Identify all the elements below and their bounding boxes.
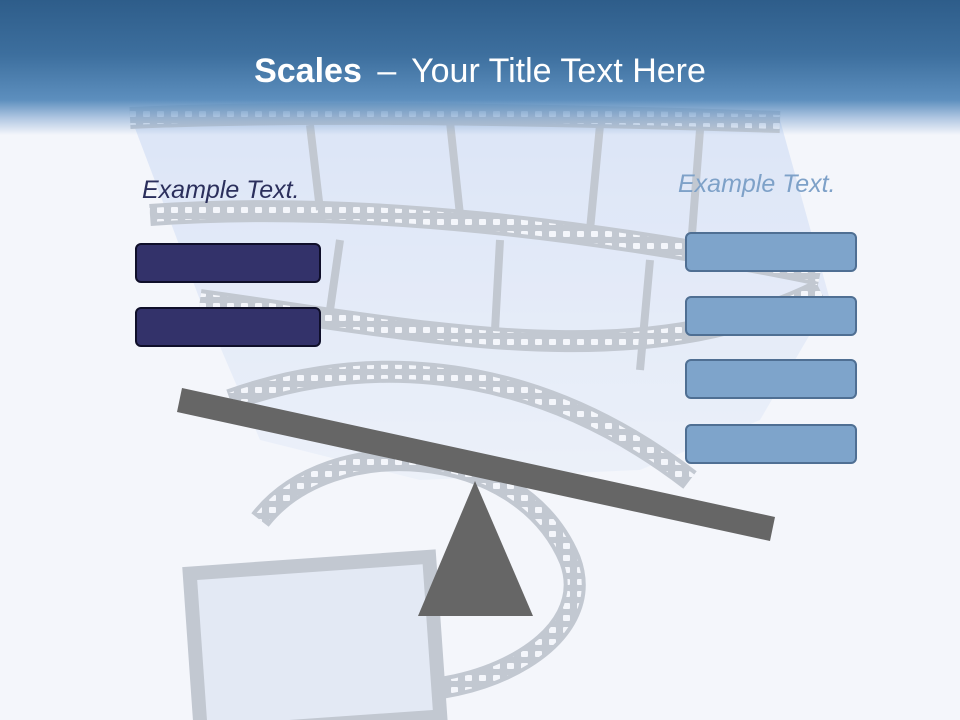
title-bold: Scales bbox=[254, 52, 362, 90]
slide-title: Scales – Your Title Text Here bbox=[0, 52, 960, 91]
right-bar-4 bbox=[685, 424, 857, 464]
right-bar-1 bbox=[685, 232, 857, 272]
right-bar-2 bbox=[685, 296, 857, 336]
left-bar-2 bbox=[135, 307, 321, 347]
title-separator: – bbox=[377, 52, 397, 90]
title-text: Your Title Text Here bbox=[411, 52, 706, 90]
right-bar-3 bbox=[685, 359, 857, 399]
header-band bbox=[0, 0, 960, 135]
left-label: Example Text. bbox=[142, 176, 300, 204]
left-bar-1 bbox=[135, 243, 321, 283]
right-label: Example Text. bbox=[678, 170, 836, 198]
